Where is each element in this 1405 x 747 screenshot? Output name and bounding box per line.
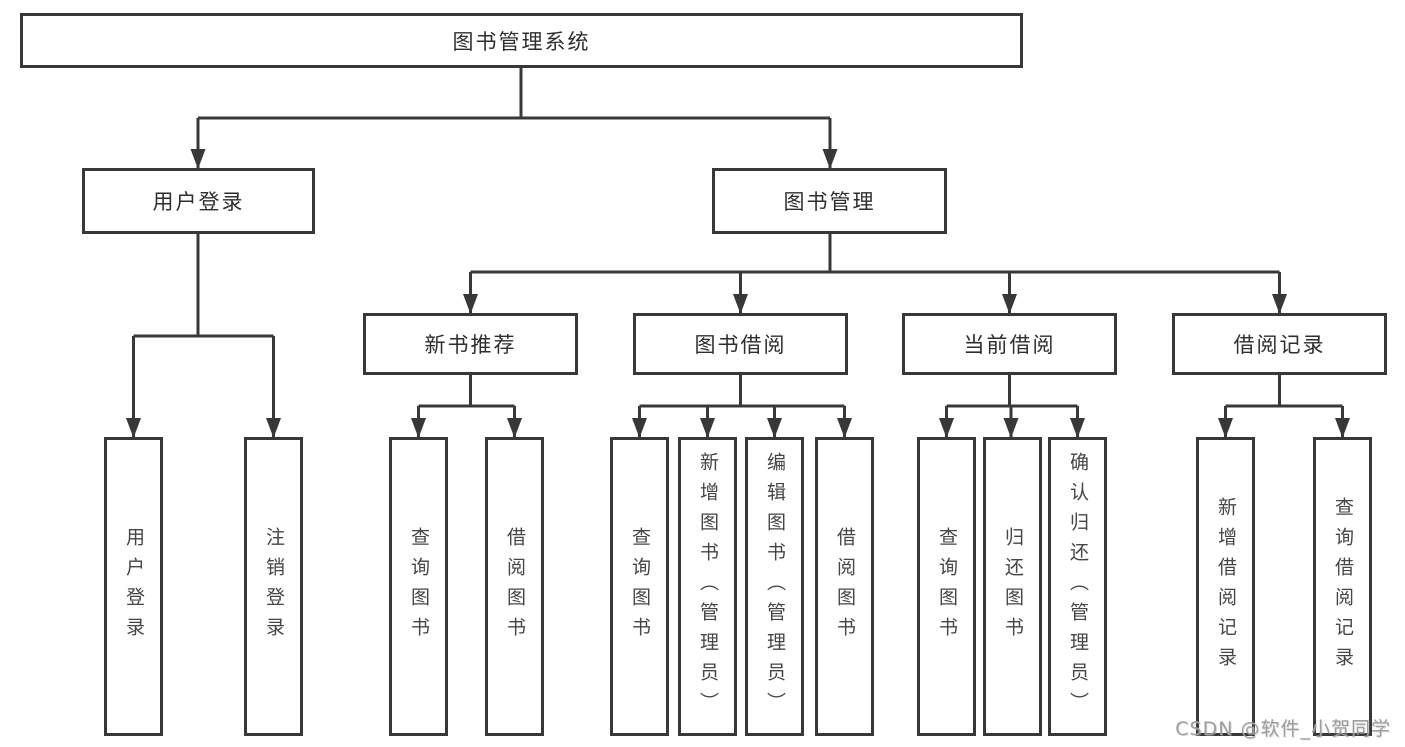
leaf-bb-add-book-admin-label: 新增图书（管理员） xyxy=(697,451,719,722)
leaf-nb-query-book-label: 查询图书 xyxy=(408,526,430,647)
leaf-nb-borrow-book-label: 借阅图书 xyxy=(504,526,526,647)
leaf-bb-borrow-book: 借阅图书 xyxy=(815,437,874,736)
leaf-cb-return-book-label: 归还图书 xyxy=(1002,526,1024,647)
node-user-login: 用户登录 xyxy=(82,168,315,234)
leaf-bb-add-book-admin: 新增图书（管理员） xyxy=(678,437,737,736)
leaf-logout: 注销登录 xyxy=(244,437,303,736)
node-current-borrow: 当前借阅 xyxy=(902,313,1117,375)
leaf-logout-label: 注销登录 xyxy=(263,526,285,647)
leaf-user-login: 用户登录 xyxy=(104,437,163,736)
node-book-borrow: 图书借阅 xyxy=(633,313,848,375)
leaf-br-add-record-label: 新增借阅记录 xyxy=(1215,496,1237,677)
leaf-bb-edit-book-admin: 编辑图书（管理员） xyxy=(745,437,804,736)
leaf-cb-query-book: 查询图书 xyxy=(917,437,976,736)
leaf-nb-query-book: 查询图书 xyxy=(389,437,448,736)
leaf-nb-borrow-book: 借阅图书 xyxy=(485,437,544,736)
leaf-bb-edit-book-admin-label: 编辑图书（管理员） xyxy=(764,451,786,722)
leaf-user-login-label: 用户登录 xyxy=(123,526,145,647)
leaf-br-query-record-label: 查询借阅记录 xyxy=(1332,496,1354,677)
leaf-cb-query-book-label: 查询图书 xyxy=(936,526,958,647)
node-new-book-recommend: 新书推荐 xyxy=(363,313,578,375)
node-book-management: 图书管理 xyxy=(712,168,947,234)
node-borrow-records: 借阅记录 xyxy=(1172,313,1387,375)
leaf-cb-confirm-return-admin: 确认归还（管理员） xyxy=(1048,437,1107,736)
leaf-bb-query-book-label: 查询图书 xyxy=(629,526,651,647)
leaf-bb-borrow-book-label: 借阅图书 xyxy=(834,526,856,647)
leaf-bb-query-book: 查询图书 xyxy=(610,437,669,736)
leaf-br-add-record: 新增借阅记录 xyxy=(1196,437,1255,736)
leaf-br-query-record: 查询借阅记录 xyxy=(1313,437,1372,736)
leaf-cb-confirm-return-admin-label: 确认归还（管理员） xyxy=(1067,451,1089,722)
leaf-cb-return-book: 归还图书 xyxy=(983,437,1042,736)
csdn-watermark: CSDN @软件_小贺同学 xyxy=(1175,718,1391,740)
node-root: 图书管理系统 xyxy=(20,13,1023,68)
